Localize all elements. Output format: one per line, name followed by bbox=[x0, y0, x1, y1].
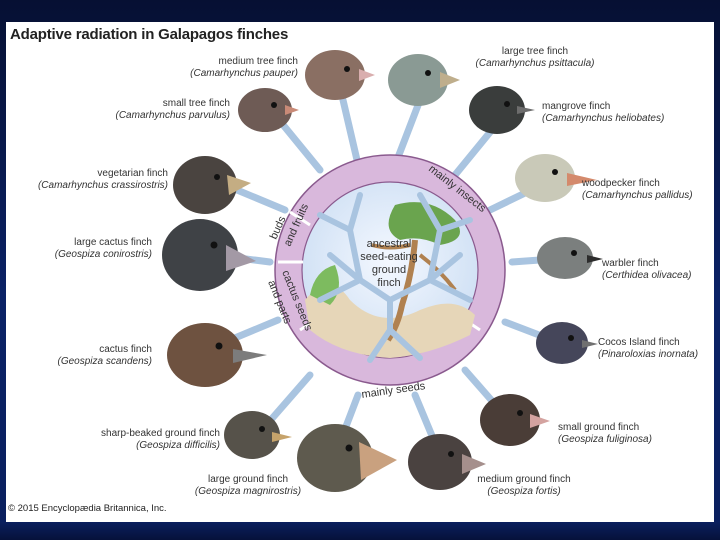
bird-small-ground-finch bbox=[480, 394, 550, 446]
finch-label: large tree finch(Camarhynchus psittacula… bbox=[475, 46, 595, 69]
bird-large-cactus-finch bbox=[162, 219, 256, 291]
bird-cocos-island-finch bbox=[536, 322, 598, 364]
center-label-line3: ground bbox=[372, 264, 406, 276]
finch-label: small ground finch(Geospiza fuliginosa) bbox=[558, 422, 652, 445]
bird-large-ground-finch bbox=[297, 424, 397, 492]
bird-woodpecker-finch bbox=[515, 154, 597, 202]
bird-sharp-beaked-ground-finch bbox=[224, 411, 292, 459]
inner-branches bbox=[317, 192, 473, 363]
finch-label: cactus finch(Geospiza scandens) bbox=[57, 344, 153, 367]
bird-warbler-finch bbox=[537, 237, 603, 279]
finch-label: medium ground finch(Geospiza fortis) bbox=[477, 474, 571, 497]
finch-label: woodpecker finch(Camarhynchus pallidus) bbox=[582, 178, 693, 201]
finch-label: medium tree finch(Camarhynchus pauper) bbox=[190, 56, 298, 79]
finch-label: mangrove finch(Camarhynchus heliobates) bbox=[542, 101, 665, 124]
bird-large-tree-finch bbox=[388, 54, 460, 106]
center-label-line2: seed-eating bbox=[360, 251, 418, 263]
finch-birds bbox=[162, 50, 603, 492]
center-label-line1: ancestral bbox=[367, 238, 412, 250]
copyright-notice: © 2015 Encyclopædia Britannica, Inc. bbox=[8, 503, 167, 514]
center-label-line4: finch bbox=[377, 277, 400, 289]
finch-label: small tree finch(Camarhynchus parvulus) bbox=[115, 98, 231, 121]
diagram-title: Adaptive radiation in Galapagos finches bbox=[10, 26, 289, 43]
bird-cactus-finch bbox=[167, 323, 267, 387]
bird-vegetarian-finch bbox=[173, 156, 251, 214]
slide-bottom-bar bbox=[0, 522, 720, 540]
bird-medium-tree-finch bbox=[305, 50, 375, 100]
finch-label: Cocos Island finch(Pinaroloxias inornata… bbox=[598, 337, 699, 360]
finch-label: large ground finch(Geospiza magnirostris… bbox=[194, 474, 302, 497]
bird-mangrove-finch bbox=[469, 86, 535, 134]
finch-label: vegetarian finch(Camarhynchus crassirost… bbox=[37, 168, 168, 191]
bird-medium-ground-finch bbox=[408, 434, 486, 490]
finch-label: large cactus finch(Geospiza conirostris) bbox=[54, 237, 152, 260]
finch-label: sharp-beaked ground finch(Geospiza diffi… bbox=[101, 428, 220, 451]
finch-label: warbler finch(Certhidea olivacea) bbox=[602, 258, 692, 281]
bird-small-tree-finch bbox=[238, 88, 299, 132]
